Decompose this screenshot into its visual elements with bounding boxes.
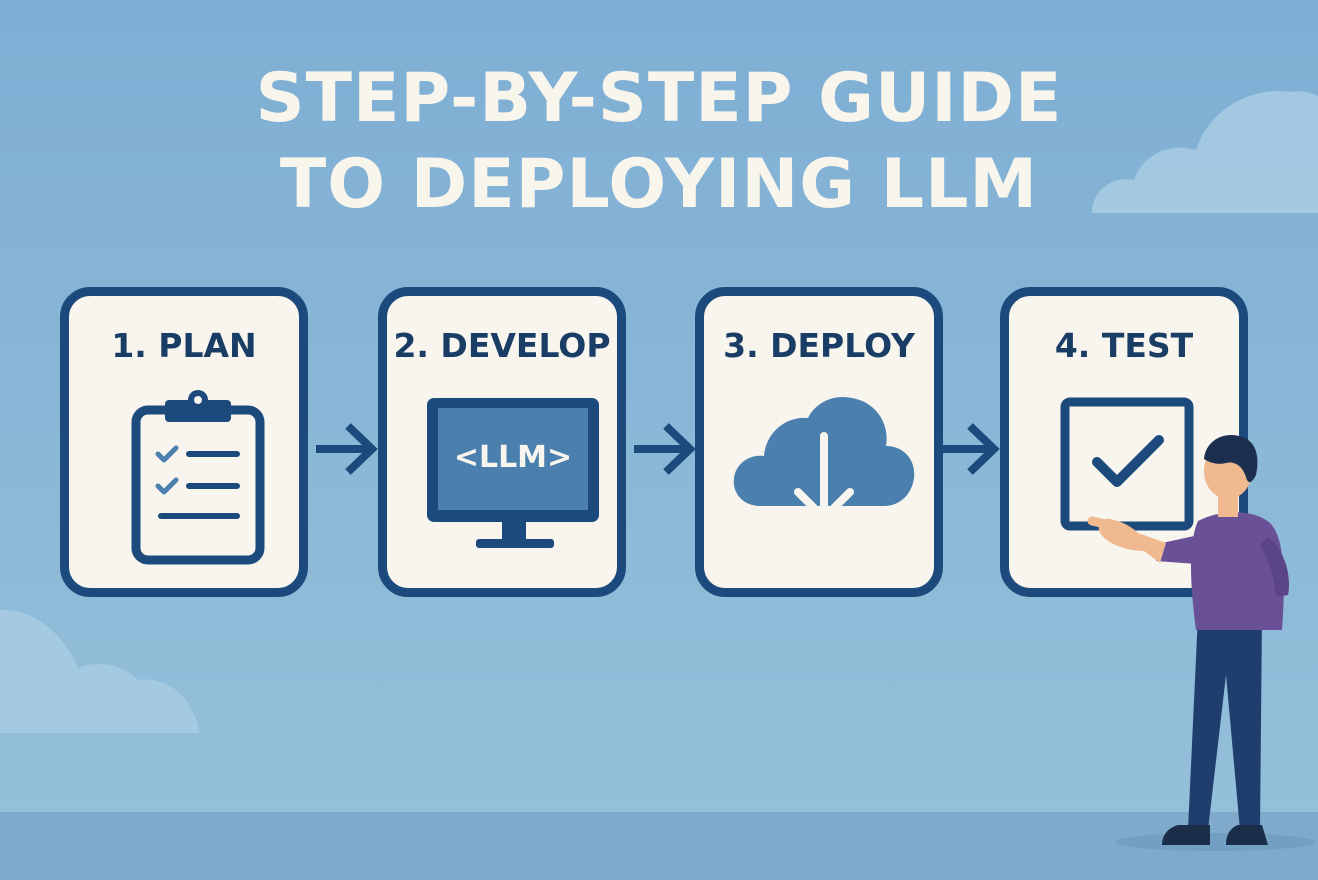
step-card-deploy: 3. DEPLOY	[695, 287, 943, 597]
person-hair	[1204, 435, 1258, 483]
step-card-develop: 2. DEVELOP <LLM>	[378, 287, 626, 597]
person-hand	[1098, 518, 1166, 563]
step-label-deploy: 3. DEPLOY	[723, 326, 915, 365]
step-label-develop: 2. DEVELOP	[393, 326, 611, 365]
monitor-icon: <LLM>	[427, 398, 599, 548]
person-shirt	[1191, 512, 1284, 630]
title-line-1: STEP-BY-STEP GUIDE	[255, 59, 1063, 138]
step-label-test: 4. TEST	[1054, 326, 1194, 365]
cloud-left	[0, 609, 200, 733]
title-line-2: TO DEPLOYING LLM	[279, 145, 1039, 224]
step-label-plan: 1. PLAN	[111, 326, 257, 365]
person-pants	[1188, 615, 1262, 830]
arrow-right-icon	[938, 423, 1000, 475]
ground	[0, 812, 1318, 880]
cloud-download-icon	[733, 396, 915, 522]
clipboard-checklist-icon	[131, 390, 265, 565]
arrow-right-icon	[316, 423, 378, 475]
arrow-right-icon	[634, 423, 696, 475]
cloud-right	[1092, 91, 1318, 213]
step-card-plan: 1. PLAN	[60, 287, 308, 597]
monitor-screen-text: <LLM>	[454, 440, 572, 475]
person-illustration	[1087, 435, 1290, 845]
page-title: STEP-BY-STEP GUIDE TO DEPLOYING LLM	[0, 56, 1318, 228]
